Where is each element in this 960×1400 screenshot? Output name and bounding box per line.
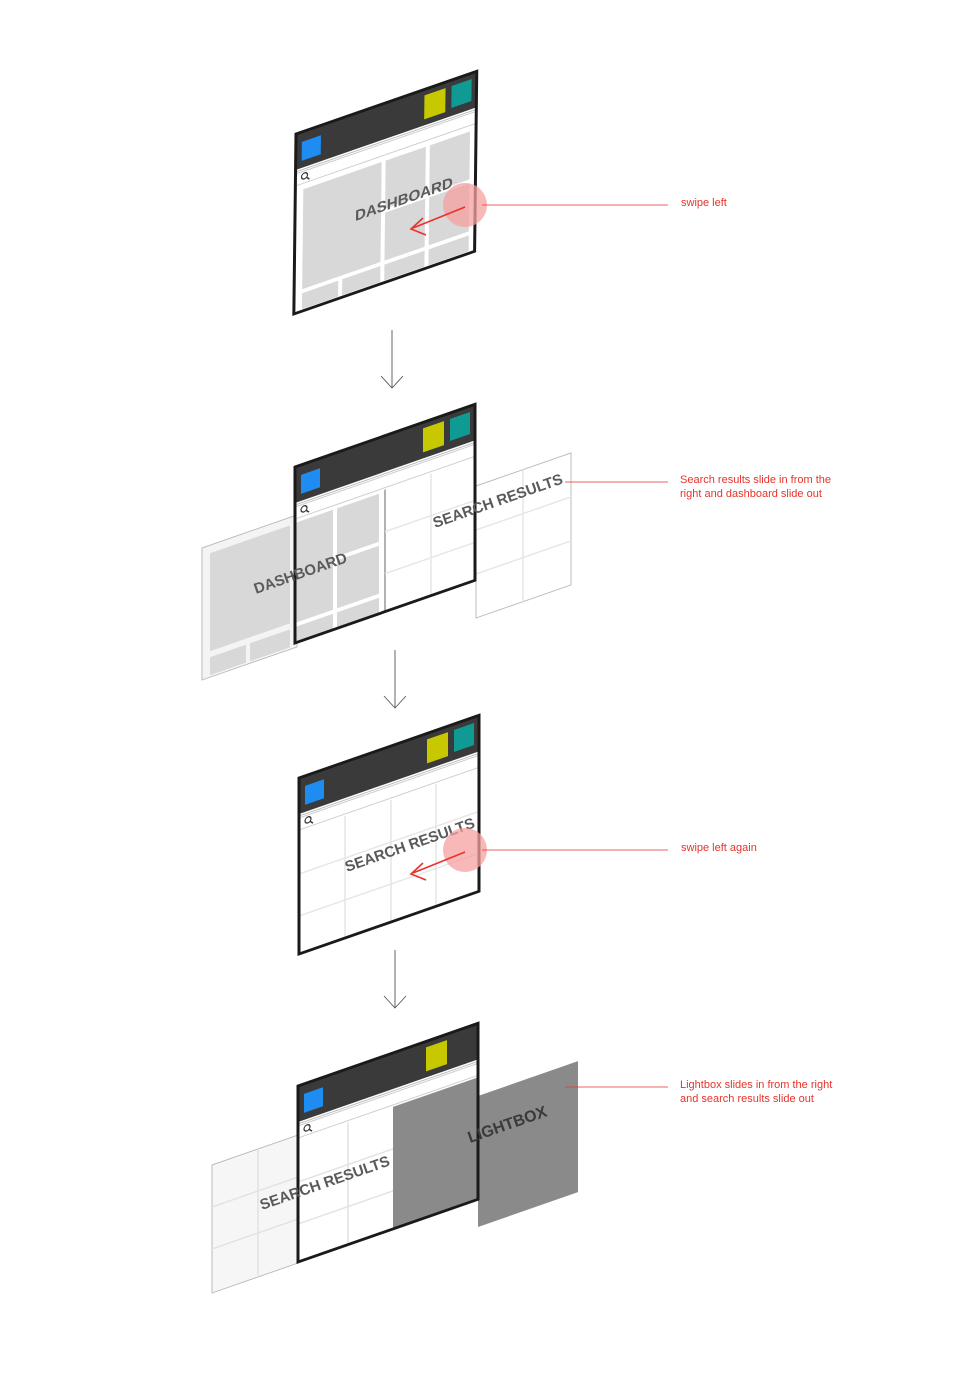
step3-search-results-device [297,713,481,957]
annotation-swipe-left-again: swipe left again [681,841,757,855]
dashboard-tile [295,509,333,623]
dashboard-tile [384,250,425,281]
swipe-arrow [409,851,466,881]
lightbox-pane [393,1077,478,1229]
teal-square-icon [450,412,470,442]
annotation-text: and search results slide out [680,1093,814,1105]
step2-outgoing-dashboard [201,514,298,681]
search-icon [300,172,310,180]
annotation-text: swipe left [681,197,727,209]
search-icon [304,816,314,824]
dashboard-tile-large [210,525,290,652]
dashboard-tile [428,235,469,266]
swipe-arrow [409,206,466,236]
annotation-search-results-slide: Search results slide in from the right a… [680,473,831,501]
arrow-down-icon [383,650,407,709]
step4-incoming-lightbox [478,1061,578,1227]
yellow-square-icon [426,1040,447,1072]
dashboard-tile [337,597,379,629]
dashboard-tile [337,545,379,609]
app-icon [301,135,321,161]
dashboard-tile [250,629,290,662]
step2-incoming-search-results [475,452,572,619]
app-icon [305,779,324,805]
app-icon [304,1087,323,1113]
annotation-lightbox-slide: Lightbox slides in from the right and se… [680,1078,832,1106]
dashboard-tile-large [302,162,382,290]
dashboard-tile [385,146,426,209]
step4-lightbox-device [296,1021,480,1265]
search-icon [303,1124,313,1132]
dashboard-tile [342,266,381,296]
search-results-pane [385,458,475,612]
dashboard-tile [429,131,471,194]
touch-indicator [443,828,487,872]
annotation-text: right and dashboard slide out [680,488,822,500]
dashboard-tile [210,644,246,676]
dashboard-tile [337,493,379,557]
annotation-text: swipe left again [681,842,757,854]
arrow-down-icon [380,330,404,389]
step1-dashboard-device: DASHBOARD [292,69,479,317]
touch-indicator [443,183,487,227]
annotation-text: Lightbox slides in from the right [680,1079,833,1091]
step4-outgoing-search-results [211,1133,301,1294]
dashboard-tile [384,198,426,261]
arrow-down-icon [383,950,407,1009]
yellow-square-icon [427,732,448,764]
yellow-square-icon [424,88,446,120]
step2-transition-device [293,402,477,646]
app-icon [301,468,320,494]
lightbox-panel [478,1061,578,1227]
annotation-text: Search results slide in from the [680,474,832,486]
teal-square-icon [454,723,474,753]
dashboard-tile [301,280,339,310]
yellow-square-icon [423,421,444,453]
annotation-swipe-left: swipe left [681,196,727,210]
teal-square-icon [451,79,472,109]
search-icon [300,505,310,513]
dashboard-tile [295,613,333,643]
